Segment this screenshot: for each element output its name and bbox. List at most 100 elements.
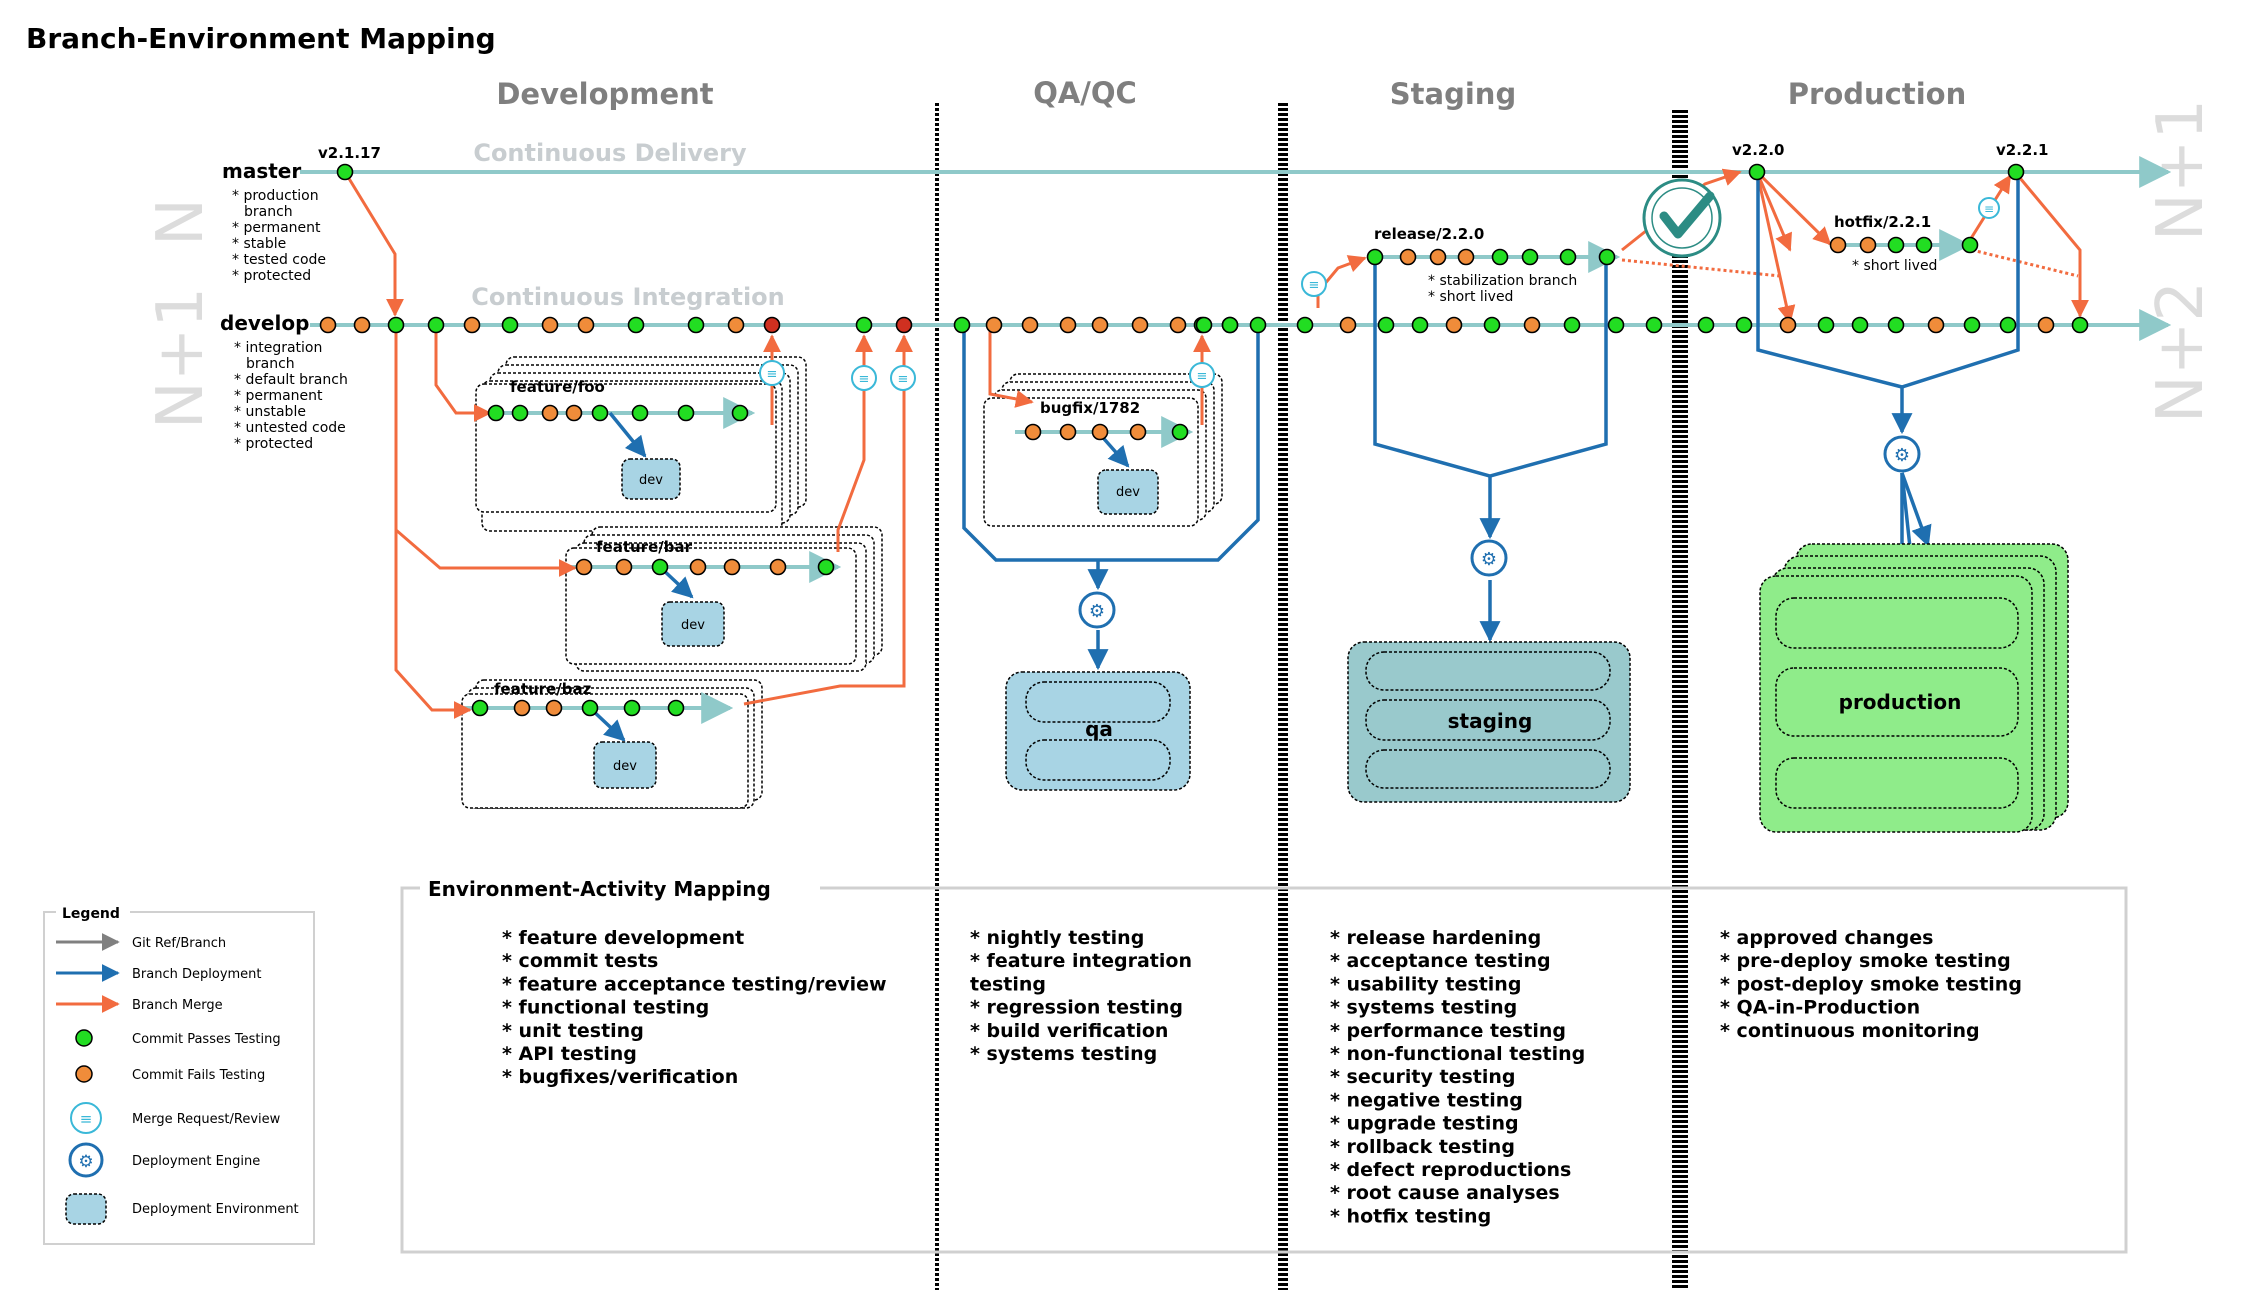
commit-pass-dot	[667, 699, 685, 717]
master-label: master	[222, 159, 301, 183]
activity-item: * root cause analyses	[1330, 1182, 1560, 1204]
commit-pass-dot	[1377, 316, 1395, 334]
commit-pass-dot	[953, 316, 971, 334]
activity-item: * upgrade testing	[1330, 1113, 1519, 1135]
commit-fail-dot	[1091, 316, 1109, 334]
release-note-1: * stabilization branch	[1428, 273, 1577, 289]
dev-environment-baz	[593, 741, 657, 789]
side-label-n: N	[144, 198, 218, 246]
commit-pass-dot	[427, 316, 445, 334]
activity-item: * build verification	[970, 1020, 1168, 1042]
release-note-2: * short lived	[1428, 289, 1513, 305]
commit-fail-dot	[1457, 248, 1475, 266]
commit-fail-dot	[1927, 316, 1945, 334]
dev-environment-bugfix-label: dev	[1116, 485, 1140, 500]
svg-text:⚙: ⚙	[78, 1152, 93, 1172]
note-line: * protected	[234, 436, 313, 452]
diagram-title: Branch-Environment Mapping	[26, 22, 496, 55]
note-line: branch	[246, 356, 295, 372]
legend-environment-swatch	[65, 1193, 107, 1225]
activity-item: * commit tests	[502, 950, 658, 972]
note-line: * permanent	[234, 388, 323, 404]
activity-item: testing	[970, 973, 1046, 995]
commit-fail-dot	[689, 558, 707, 576]
activity-item: * usability testing	[1330, 973, 1521, 995]
commit-pass-dot	[1999, 316, 2017, 334]
commit-pass-dot	[501, 316, 519, 334]
legend-item: Deployment Engine	[132, 1154, 260, 1169]
deployment-engine-icon: ⚙	[1883, 435, 1921, 473]
note-line: * protected	[232, 268, 311, 284]
note-line: * production	[232, 188, 319, 204]
commit-fail-dot	[769, 558, 787, 576]
legend-title: Legend	[62, 906, 120, 922]
commit-pass-dot	[1366, 248, 1384, 266]
tag-v2-2-1: v2.2.1	[1996, 141, 2049, 159]
note-line: * tested code	[232, 252, 326, 268]
legend-deployment-engine-icon: ⚙	[68, 1142, 104, 1178]
activity-item: * feature acceptance testing/review	[502, 973, 887, 995]
merge-request-icon: ≡	[1189, 362, 1215, 388]
hotfix-label: hotfix/2.2.1	[1834, 213, 1931, 231]
activity-item: * feature development	[502, 927, 744, 949]
activity-item: * functional testing	[502, 997, 709, 1019]
commit-fail-dot	[577, 316, 595, 334]
commit-fail-dot	[1779, 316, 1797, 334]
activity-item: * rollback testing	[1330, 1136, 1515, 1158]
activity-item: * defect reproductions	[1330, 1159, 1571, 1181]
commit-pass-dot	[1817, 316, 1835, 334]
stage-staging: Staging	[1390, 77, 1516, 111]
note-line: * permanent	[232, 220, 321, 236]
commit-pass-dot	[1735, 316, 1753, 334]
svg-text:≡: ≡	[80, 1110, 93, 1128]
commit-fail-dot	[615, 558, 633, 576]
develop-label: develop	[220, 311, 309, 335]
merge-request-icon: ≡	[1301, 271, 1327, 297]
activity-item: * pre-deploy smoke testing	[1720, 950, 2011, 972]
side-label-n-plus-2: N+2	[2144, 281, 2218, 423]
quality-control-approved-stamp	[1642, 178, 1722, 258]
commit-pass-dot	[1171, 423, 1189, 441]
dev-environment-bugfix	[1097, 469, 1159, 515]
commit-pass-dot	[387, 316, 405, 334]
commit-pass-dot	[1491, 248, 1509, 266]
commit-pass-dot	[1563, 316, 1581, 334]
activity-item: * systems testing	[970, 1043, 1157, 1065]
activity-item: * continuous monitoring	[1720, 1020, 1980, 1042]
commit-fail-dot	[895, 316, 913, 334]
commit-fail-dot	[1024, 423, 1042, 441]
commit-pass-dot	[677, 404, 695, 422]
note-line: * integration	[234, 340, 322, 356]
commit-fail-dot	[541, 316, 559, 334]
commit-pass-dot	[1963, 316, 1981, 334]
commit-pass-dot	[511, 404, 529, 422]
commit-fail-dot	[1523, 316, 1541, 334]
commit-fail-dot	[1829, 236, 1847, 254]
commit-pass-dot	[591, 404, 609, 422]
legend-item: Branch Merge	[132, 998, 223, 1013]
deployment-engine-icon: ⚙	[1078, 591, 1116, 629]
activity-item: * unit testing	[502, 1020, 644, 1042]
svg-text:≡: ≡	[1309, 278, 1320, 293]
feature-bar-label: feature/bar	[596, 538, 693, 556]
note-line: * unstable	[234, 404, 306, 420]
svg-text:⚙: ⚙	[1481, 549, 1497, 570]
commit-fail-dot	[565, 404, 583, 422]
legend: Legend Git Ref/Branch Branch Deployment …	[43, 903, 315, 1245]
commit-fail-dot	[463, 316, 481, 334]
commit-fail-dot	[727, 316, 745, 334]
commit-pass-dot	[1411, 316, 1429, 334]
commit-pass-dot	[687, 316, 705, 334]
commit-pass-dot	[855, 316, 873, 334]
commit-pass-dot	[1697, 316, 1715, 334]
commit-pass-dot	[1887, 236, 1905, 254]
dev-environment-foo	[621, 458, 681, 500]
stage-development: Development	[496, 77, 713, 111]
note-line: branch	[244, 204, 293, 220]
note-line: * untested code	[234, 420, 346, 436]
commit-fail-dot	[723, 558, 741, 576]
legend-pass-dot	[75, 1029, 93, 1047]
commit-fail-dot	[545, 699, 563, 717]
activity-item: * release hardening	[1330, 927, 1541, 949]
